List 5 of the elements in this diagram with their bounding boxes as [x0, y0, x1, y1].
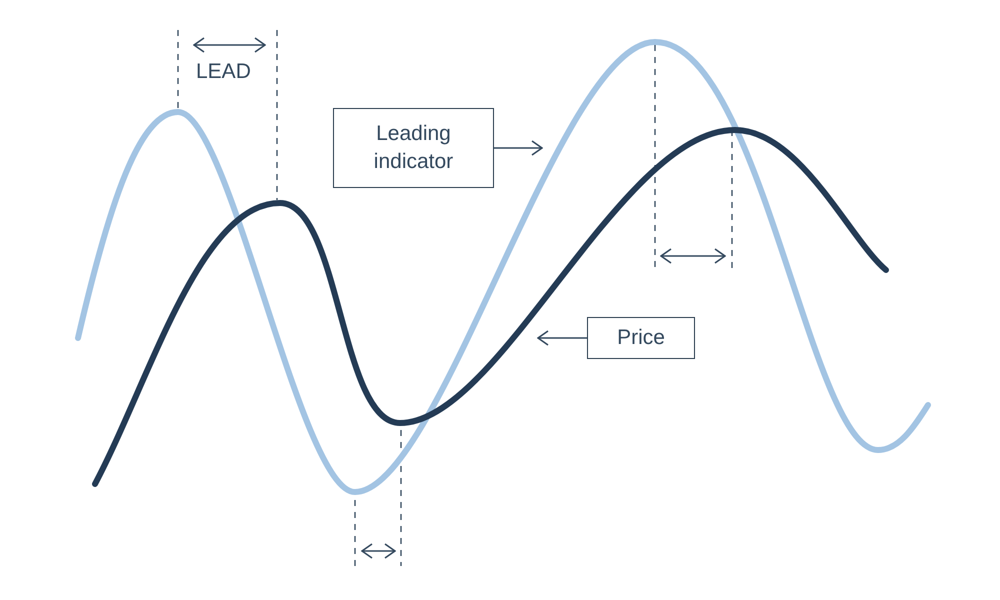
dimension-label: LEAD: [196, 60, 251, 84]
arrow: [537, 330, 587, 346]
label-box: Price: [587, 317, 695, 359]
label-box: Leading indicator: [333, 108, 494, 188]
arrow: [494, 140, 543, 156]
